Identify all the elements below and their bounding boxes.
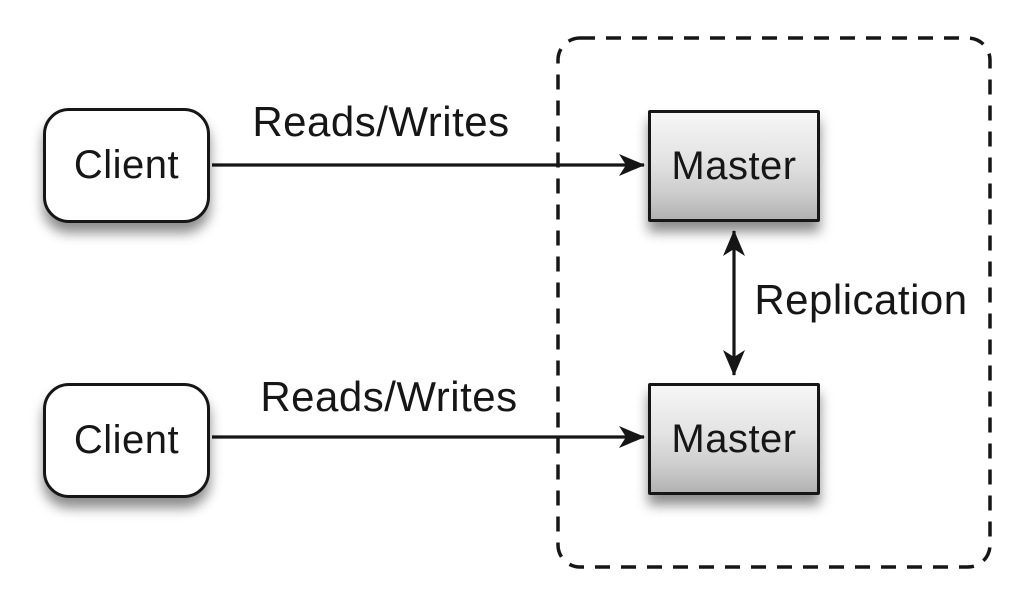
master-node-top: Master (648, 110, 820, 222)
edge-label-replication: Replication (754, 276, 968, 323)
edge-label-reads-writes-top: Reads/Writes (252, 98, 510, 145)
master-node-top-label: Master (671, 143, 797, 188)
master-node-bottom: Master (648, 383, 820, 495)
edge-label-reads-writes-bottom: Reads/Writes (260, 373, 518, 420)
client-node-top-label: Client (73, 143, 180, 187)
replication-group-border (556, 36, 992, 569)
client-node-bottom-label: Client (73, 418, 180, 462)
client-node-bottom: Client (43, 383, 210, 498)
client-node-top: Client (43, 108, 210, 223)
master-node-bottom-label: Master (671, 416, 797, 461)
